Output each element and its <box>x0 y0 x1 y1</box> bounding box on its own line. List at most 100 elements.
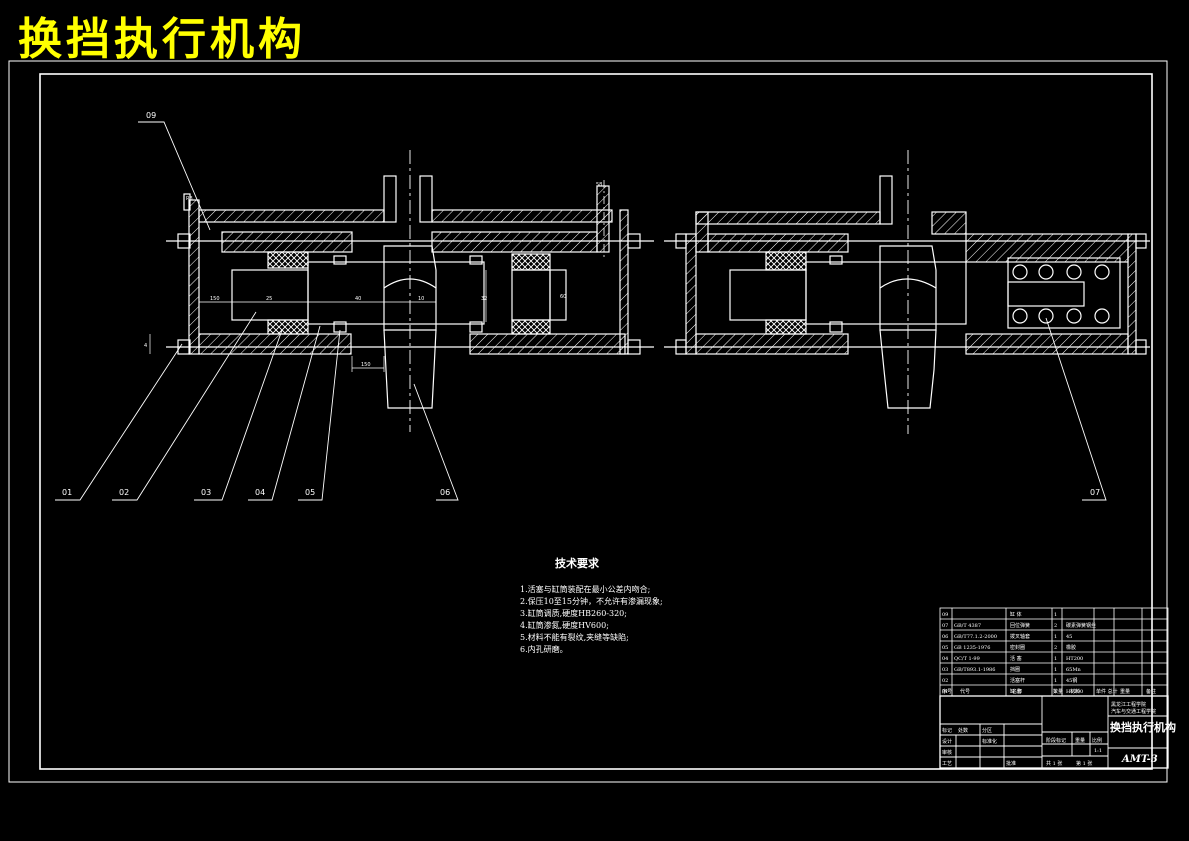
bom-cell: 1 <box>1054 667 1057 673</box>
dim-text: 150 <box>210 296 220 302</box>
bom-cell: 05 <box>942 645 948 651</box>
bom-cell: 缸 套 <box>1010 688 1022 695</box>
dim-text: 150 <box>361 362 371 368</box>
dim-text: 4 <box>144 343 147 349</box>
bom-cell: 回位弹簧 <box>1010 622 1030 629</box>
dim-text: R3 <box>186 196 193 202</box>
bom-cell: 拨叉轴套 <box>1010 633 1030 640</box>
bom-header-cell: 备注 <box>1146 688 1156 695</box>
bom-cell: 1 <box>1054 612 1057 618</box>
tech-item: 6.内孔研磨。 <box>520 644 568 654</box>
bom-cell: 45钢 <box>1066 677 1077 684</box>
tech-heading: 技术要求 <box>555 556 600 570</box>
bom-cell: 65Mn <box>1066 667 1081 673</box>
bom-header-cell: 数量 <box>1053 688 1063 695</box>
dim-text: 10 <box>418 296 424 302</box>
drawing-title: 换挡执行机构 <box>18 14 306 65</box>
callout-03: 03 <box>201 488 211 497</box>
leader-lines <box>55 121 1107 501</box>
bom-cell: GB/T893.1-1986 <box>954 667 995 673</box>
callout-05: 05 <box>305 488 315 497</box>
title-block <box>939 695 1169 769</box>
sheets-label: 共 1 张 <box>1046 760 1062 767</box>
role-design: 设计 <box>942 738 952 745</box>
bom-cell: HT200 <box>1066 689 1083 695</box>
callout-02: 02 <box>119 488 129 497</box>
bom-cell: 碳素弹簧钢丝 <box>1066 622 1096 629</box>
bom-cell: 缸 体 <box>1010 611 1022 618</box>
callout-04: 04 <box>255 488 265 497</box>
bom-header-cell: 代号 <box>960 688 970 695</box>
drawing-name: 换挡执行机构 <box>1110 720 1176 734</box>
bom-cell: 橡胶 <box>1066 644 1076 651</box>
std-label: 标准化 <box>982 738 997 745</box>
inner-frame <box>39 73 1153 770</box>
bom-header-cell: 序号 <box>942 688 952 695</box>
bom-cell: 1 <box>1054 689 1057 695</box>
bom-cell: HT200 <box>1066 656 1083 662</box>
callout-01: 01 <box>62 488 72 497</box>
right-section-view <box>664 150 1150 434</box>
bom-header-cell: 重量 <box>1120 688 1130 695</box>
bom-cell: 活塞杆 <box>1010 677 1025 684</box>
bom-cell: 2 <box>1054 645 1057 651</box>
weight-label: 重量 <box>1075 737 1085 744</box>
bom-cell: 1 <box>1054 634 1057 640</box>
bom-cell: 密封圈 <box>1010 644 1025 651</box>
bom-cell: 07 <box>942 623 948 629</box>
sheet-no-label: 第 1 张 <box>1076 760 1092 767</box>
bom-text: 09 缸 体 1 07 GB/T 4387 回位弹簧 2 碳素弹簧钢丝 06 GB/T77.1.2… <box>942 611 1156 695</box>
bom-cell: 04 <box>942 656 948 662</box>
callout-07: 07 <box>1090 488 1100 497</box>
label-count: 处数 <box>958 727 968 734</box>
dimension-texts: 150 25 40 10 150 32 60 58 4 R3 <box>144 182 602 368</box>
title-block-text: 黑龙江工程学院 汽车与交通工程学院 换挡执行机构 AMT-3 阶段标记 重量 比… <box>942 701 1176 767</box>
role-review: 审核 <box>942 749 952 756</box>
bom-cell: 活 塞 <box>1010 655 1022 662</box>
tech-item: 3.缸筒调质,硬度HB260-320; <box>520 608 627 618</box>
dim-text: 40 <box>355 296 361 302</box>
tech-item: 2.保压10至15分钟，不允许有渗漏现象; <box>520 596 663 606</box>
bom-cell: 挡圈 <box>1010 666 1020 673</box>
scale-label: 比例 <box>1092 737 1102 744</box>
bom-header-cell: 单件 总计 <box>1096 688 1118 695</box>
tech-item: 5.材料不能有裂纹,夹缝等缺陷; <box>520 632 629 642</box>
bom-header-cell: 名称 <box>1012 688 1022 695</box>
bom-header-cell: 材料 <box>1070 688 1080 695</box>
label-zone: 分区 <box>982 727 992 734</box>
dim-text: 32 <box>481 296 487 302</box>
bom-cell: 09 <box>942 612 948 618</box>
tech-item: 1.活塞与缸筒装配在最小公差内吻合; <box>520 584 650 594</box>
bom-cell: 1 <box>1054 656 1057 662</box>
bom-cell: GB/T 4387 <box>954 623 981 629</box>
callout-09: 09 <box>146 111 156 120</box>
label-mark: 标记 <box>942 727 952 734</box>
drawing-code: AMT-3 <box>1121 754 1158 765</box>
tech-item: 4.缸筒渗氮,硬度HV600; <box>520 620 609 630</box>
bom-cell: QC/T 1-99 <box>954 656 980 662</box>
callout-labels: 01 02 03 04 05 06 07 09 <box>62 111 1100 497</box>
role-approve: 批准 <box>1006 760 1016 767</box>
bom-cell: GB/T77.1.2-2000 <box>954 634 997 640</box>
stage-label: 阶段标记 <box>1046 737 1066 744</box>
dim-text: 60 <box>560 294 566 300</box>
bom-cell: 45 <box>1066 634 1072 640</box>
technical-requirements: 技术要求 1.活塞与缸筒装配在最小公差内吻合; 2.保压10至15分钟，不允许有… <box>520 556 663 654</box>
left-section-view <box>149 150 654 432</box>
dim-text: 25 <box>266 296 272 302</box>
dept-name: 汽车与交通工程学院 <box>1111 708 1156 715</box>
bom-cell: 06 <box>942 634 948 640</box>
outer-frame <box>8 60 1168 783</box>
callout-06: 06 <box>440 488 450 497</box>
bom-table <box>939 607 1169 697</box>
ratio-value: 1:1 <box>1094 748 1102 754</box>
bom-cell: 03 <box>942 667 948 673</box>
role-process: 工艺 <box>942 761 952 767</box>
bom-cell: GB 1235-1976 <box>954 645 990 651</box>
bom-cell: 01 <box>942 689 948 695</box>
bom-cell: 1 <box>1054 678 1057 684</box>
dim-text: 58 <box>596 182 602 188</box>
bom-cell: 2 <box>1054 623 1057 629</box>
bom-cell: 02 <box>942 678 948 684</box>
